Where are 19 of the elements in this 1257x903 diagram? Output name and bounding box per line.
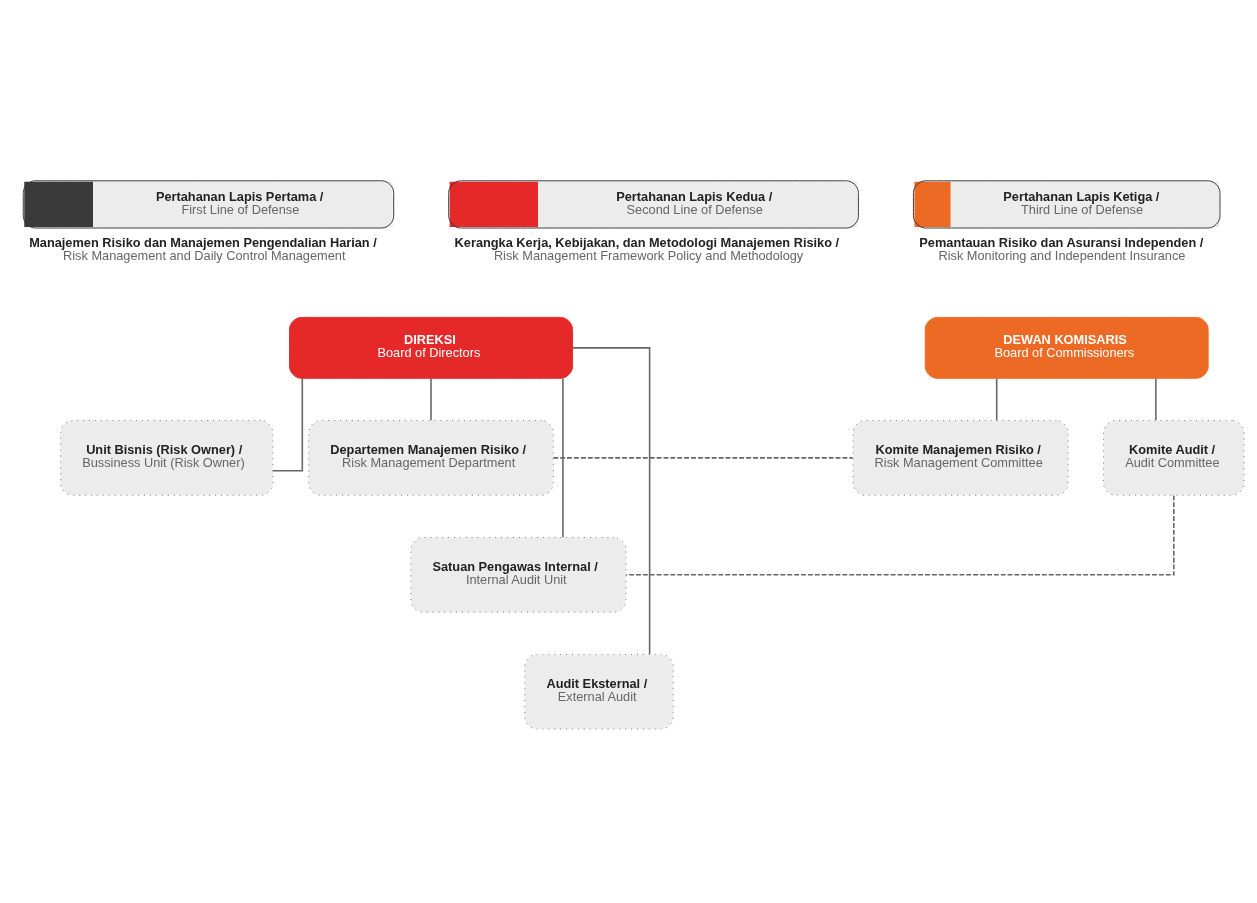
- connector: [1155, 377, 1157, 421]
- node-box: Satuan Pengawas Internal / Internal Audit Unit: [410, 536, 627, 613]
- connector: [430, 377, 432, 421]
- node-box: Audit Eksternal / External Audit: [524, 653, 674, 730]
- node-box: DEWAN KOMISARIS Board of Commissioners: [924, 316, 1209, 379]
- node-box: Komite Manajemen Risiko / Risk Management Committee: [852, 419, 1069, 496]
- connector: [571, 346, 651, 655]
- node-label: Manajemen Risiko dan Manajemen Pengendalian Harian /: [29, 234, 377, 250]
- connector: [272, 377, 304, 471]
- node-label: Pemantauan Risiko dan Asuransi Independen /: [919, 234, 1204, 250]
- connector: [562, 377, 564, 538]
- node-box: Departemen Manajemen Risiko / Risk Management Department: [308, 419, 554, 496]
- connector: [552, 456, 854, 459]
- node-box: DIREKSI Board of Directors: [289, 316, 573, 379]
- node-box: Komite Audit / Audit Committee: [1103, 419, 1245, 496]
- node-label: Kerangka Kerja, Kebijakan, dan Metodologi Manajemen Risiko /: [454, 234, 840, 250]
- node-box: Unit Bisnis (Risk Owner) / Bussiness Unit (Risk Owner): [60, 419, 274, 496]
- connector: [625, 494, 1175, 576]
- connector: [995, 377, 998, 421]
